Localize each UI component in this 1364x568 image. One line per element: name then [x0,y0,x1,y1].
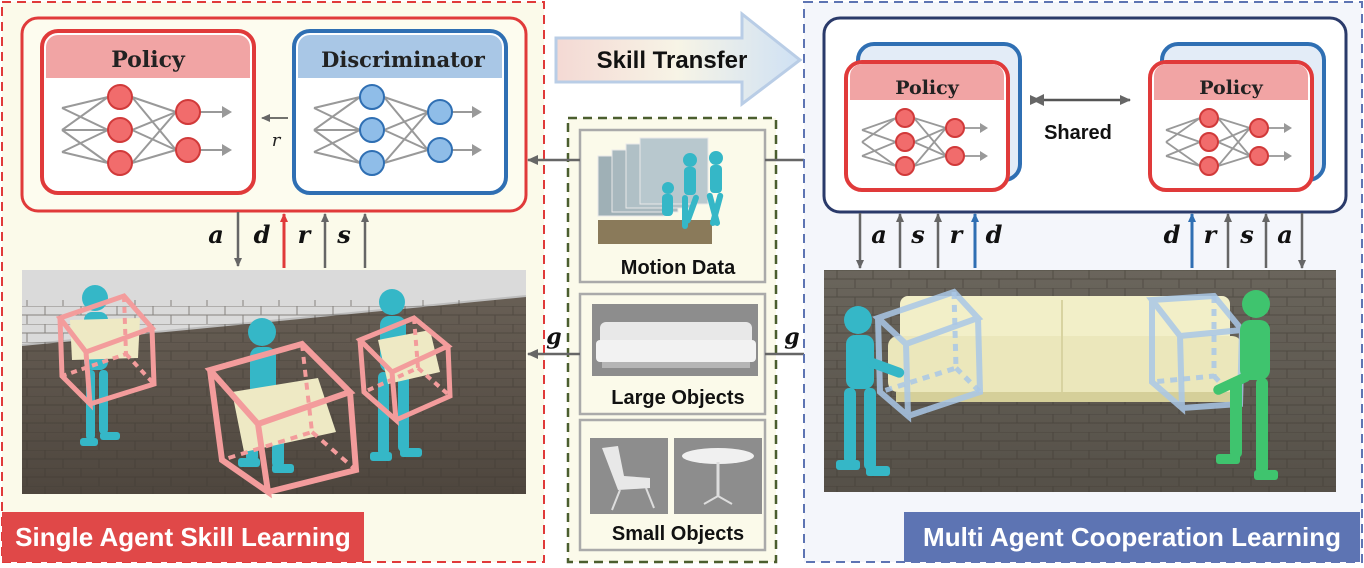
goal-symbol-left: g [546,324,561,350]
chair-object-1 [55,293,157,411]
agent2-signal-r: r [1204,220,1219,249]
small-objects-label: Small Objects [612,523,744,545]
motion-data-card: Motion Data [578,128,767,284]
discriminator-network-card: Discriminator [292,29,508,195]
goal-symbol-right: g [784,324,799,350]
discriminator-title: Discriminator [321,47,486,72]
signal-d: d [254,220,271,249]
reward-symbol: r [272,130,282,151]
large-objects-card: Large Objects [578,292,767,416]
sofa-object [888,296,1242,402]
single-agent-banner-text: Single Agent Skill Learning [15,522,351,552]
multi-agent-banner [904,512,1360,562]
single-agent-scene [21,270,527,499]
shared-label: Shared [1044,122,1112,144]
multi-agent-banner-text: Multi Agent Cooperation Learning [923,522,1341,552]
small-objects-card: Small Objects [578,418,767,552]
policy-right-title: Policy [1199,77,1263,99]
agent1-signal-r: r [950,220,965,249]
policy-left-title: Policy [895,77,959,99]
agent1-signal-s: s [910,220,925,249]
agent2-signal-a: a [1277,220,1293,249]
shared-policy-card-right: Policy [1148,42,1326,192]
motion-data-label: Motion Data [621,257,736,279]
agent1-signal-d: d [986,220,1003,249]
signal-a: a [208,220,224,249]
armchair-object [204,340,360,499]
signal-s: s [336,220,351,249]
chair-object-2 [355,315,453,426]
large-objects-label: Large Objects [611,387,744,409]
shared-policy-card-left: Policy [844,42,1022,192]
multi-agent-scene [824,270,1336,492]
skill-transfer-label: Skill Transfer [597,47,748,74]
signal-r: r [298,220,313,249]
agent2-signal-s: s [1239,220,1254,249]
agent2-signal-d: d [1164,220,1181,249]
policy-network-card: Policy [40,29,256,195]
single-agent-banner [2,512,364,562]
policy-title: Policy [111,47,186,73]
agent1-signal-a: a [871,220,887,249]
skill-transfer-arrow: Skill Transfer [554,10,803,108]
